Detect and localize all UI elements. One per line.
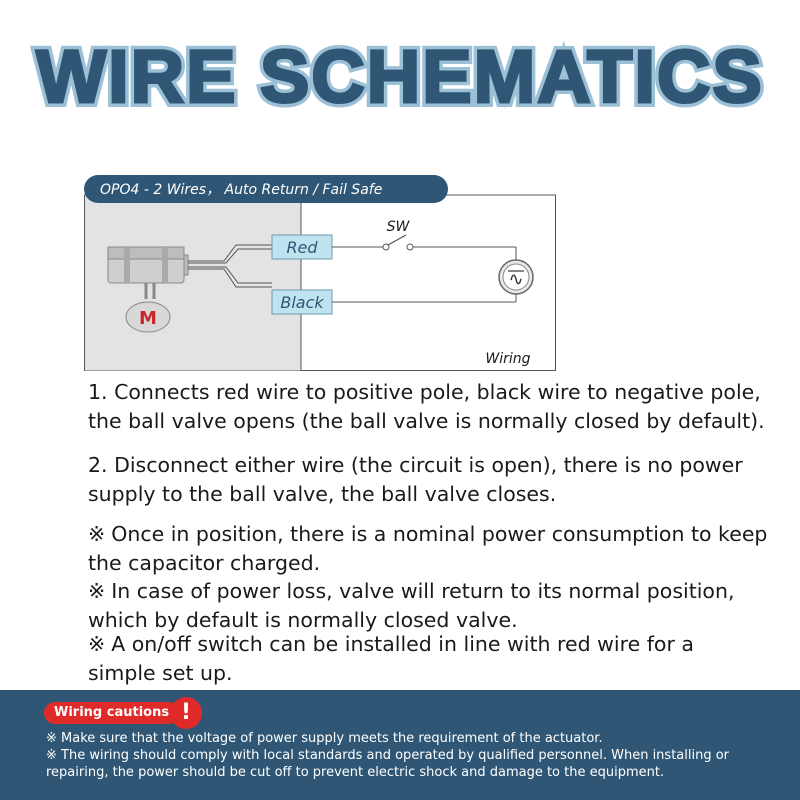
wire-red-label: Red xyxy=(286,238,318,257)
circuit-lines xyxy=(332,246,517,303)
ac-source-icon xyxy=(498,259,534,295)
wire-red-box xyxy=(271,234,333,260)
note-text: Once in position, there is a nominal pow… xyxy=(88,522,768,575)
wire-black-label: Black xyxy=(280,293,324,312)
diagram-header-tab xyxy=(84,175,448,203)
note-text: A on/off switch can be installed in line… xyxy=(88,632,694,685)
note-3: ※A on/off switch can be installed in lin… xyxy=(88,630,768,688)
diagram-header: OPO4 - 2 Wires， Auto Return / Fail Safe xyxy=(100,182,382,198)
switch-label: SW xyxy=(387,219,411,235)
wiring-diagram: OPO4 - 2 Wires， Auto Return / Fail Safe … xyxy=(84,175,556,371)
note-text: In case of power loss, valve will return… xyxy=(88,579,735,632)
page-title-shadow: WIRE SCHEMATICS xyxy=(36,35,764,118)
page-title-text: WIRE SCHEMATICS xyxy=(36,35,764,118)
note-mark: ※ xyxy=(88,632,106,656)
instruction-2: 2. Disconnect either wire (the circuit i… xyxy=(88,453,743,506)
valve-wires xyxy=(188,244,272,288)
wire-black-box xyxy=(271,289,333,315)
valve-icon xyxy=(107,246,189,299)
instruction-1: 1. Connects red wire to positive pole, b… xyxy=(88,380,765,433)
ac-source-symbol: ∿ xyxy=(508,269,523,290)
note-mark: ※ xyxy=(88,579,106,603)
note-mark: ※ xyxy=(88,522,106,546)
caution-line-2: ※ The wiring should comply with local st… xyxy=(46,748,730,780)
motor-label: M xyxy=(139,308,157,329)
note-1: ※Once in position, there is a nominal po… xyxy=(88,520,768,578)
note-2: ※In case of power loss, valve will retur… xyxy=(88,577,768,635)
warning-icon: ! xyxy=(170,697,202,729)
motor-icon: M xyxy=(125,301,171,333)
switch-icon xyxy=(382,234,414,251)
wiring-cautions-panel: Wiring cautions ! ※ Make sure that the v… xyxy=(0,690,800,800)
wiring-cautions-label: Wiring cautions xyxy=(44,702,180,724)
page-title: WIRE SCHEMATICS WIRE SCHEMATICS xyxy=(0,22,800,132)
caution-line-1: ※ Make sure that the voltage of power su… xyxy=(46,731,603,746)
diagram-caption: Wiring xyxy=(485,351,530,367)
